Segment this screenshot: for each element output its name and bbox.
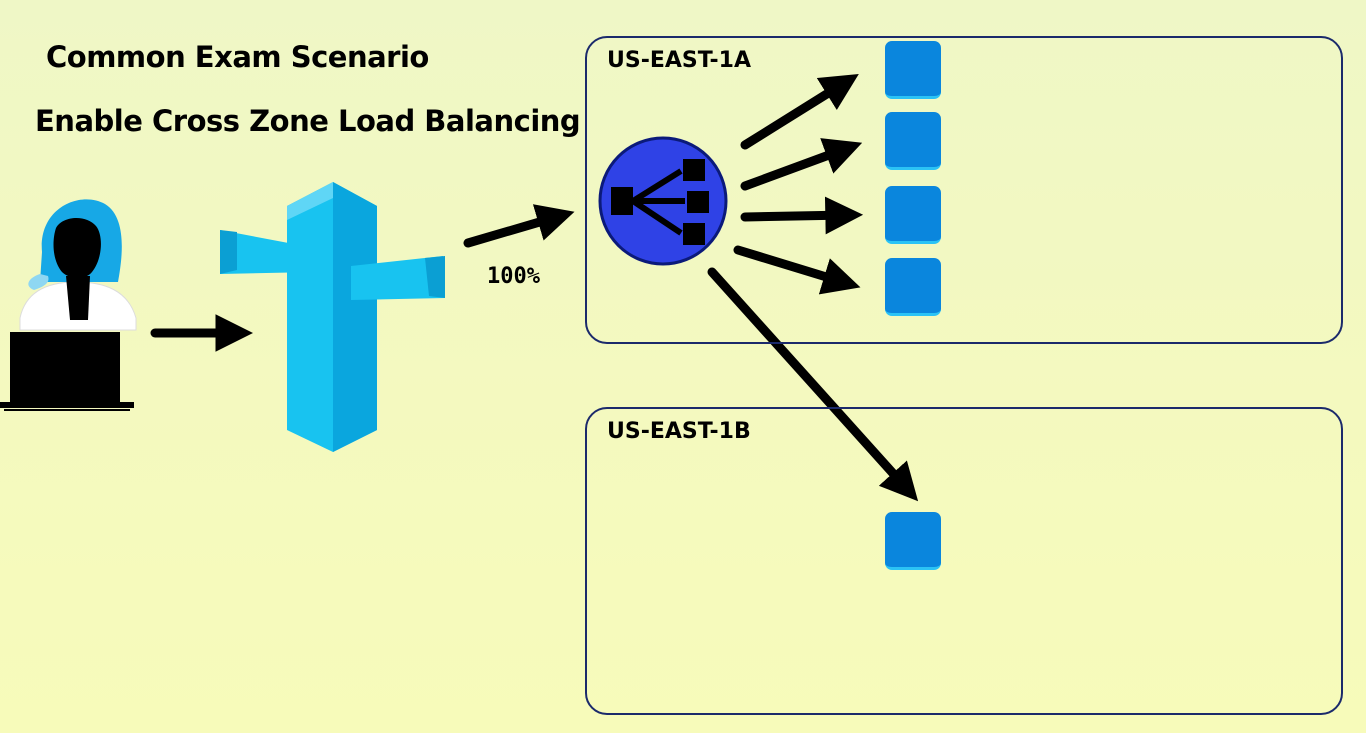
- dns-routing-icon: [220, 182, 445, 452]
- dns-to-elb-arrow: [463, 204, 575, 248]
- ec2-instance-icon: [885, 112, 941, 170]
- elb-to-instance-4-arrow: [733, 245, 861, 295]
- ec2-instance-icon: [885, 186, 941, 244]
- zone-label: US-EAST-1A: [607, 48, 751, 73]
- load-balancer-icon: [598, 136, 728, 266]
- elb-to-zone-b-instance-arrow: [707, 267, 919, 502]
- ec2-instance-icon: [885, 258, 941, 316]
- diagram-title: Common Exam Scenario: [46, 40, 429, 74]
- user-at-laptop-icon: [0, 199, 137, 411]
- traffic-percentage-label: 100%: [487, 264, 540, 289]
- elb-to-instance-3-arrow: [740, 196, 864, 235]
- diagram-subtitle: Enable Cross Zone Load Balancing: [35, 104, 581, 138]
- availability-zone-b: US-EAST-1B: [585, 407, 1343, 715]
- ec2-instance-icon: [885, 512, 941, 570]
- elb-to-instance-2-arrow: [740, 138, 863, 191]
- availability-zone-a: US-EAST-1A: [585, 36, 1343, 344]
- elb-to-instance-1-arrow: [740, 73, 859, 150]
- ec2-instance-icon: [885, 41, 941, 99]
- zone-label: US-EAST-1B: [607, 419, 751, 444]
